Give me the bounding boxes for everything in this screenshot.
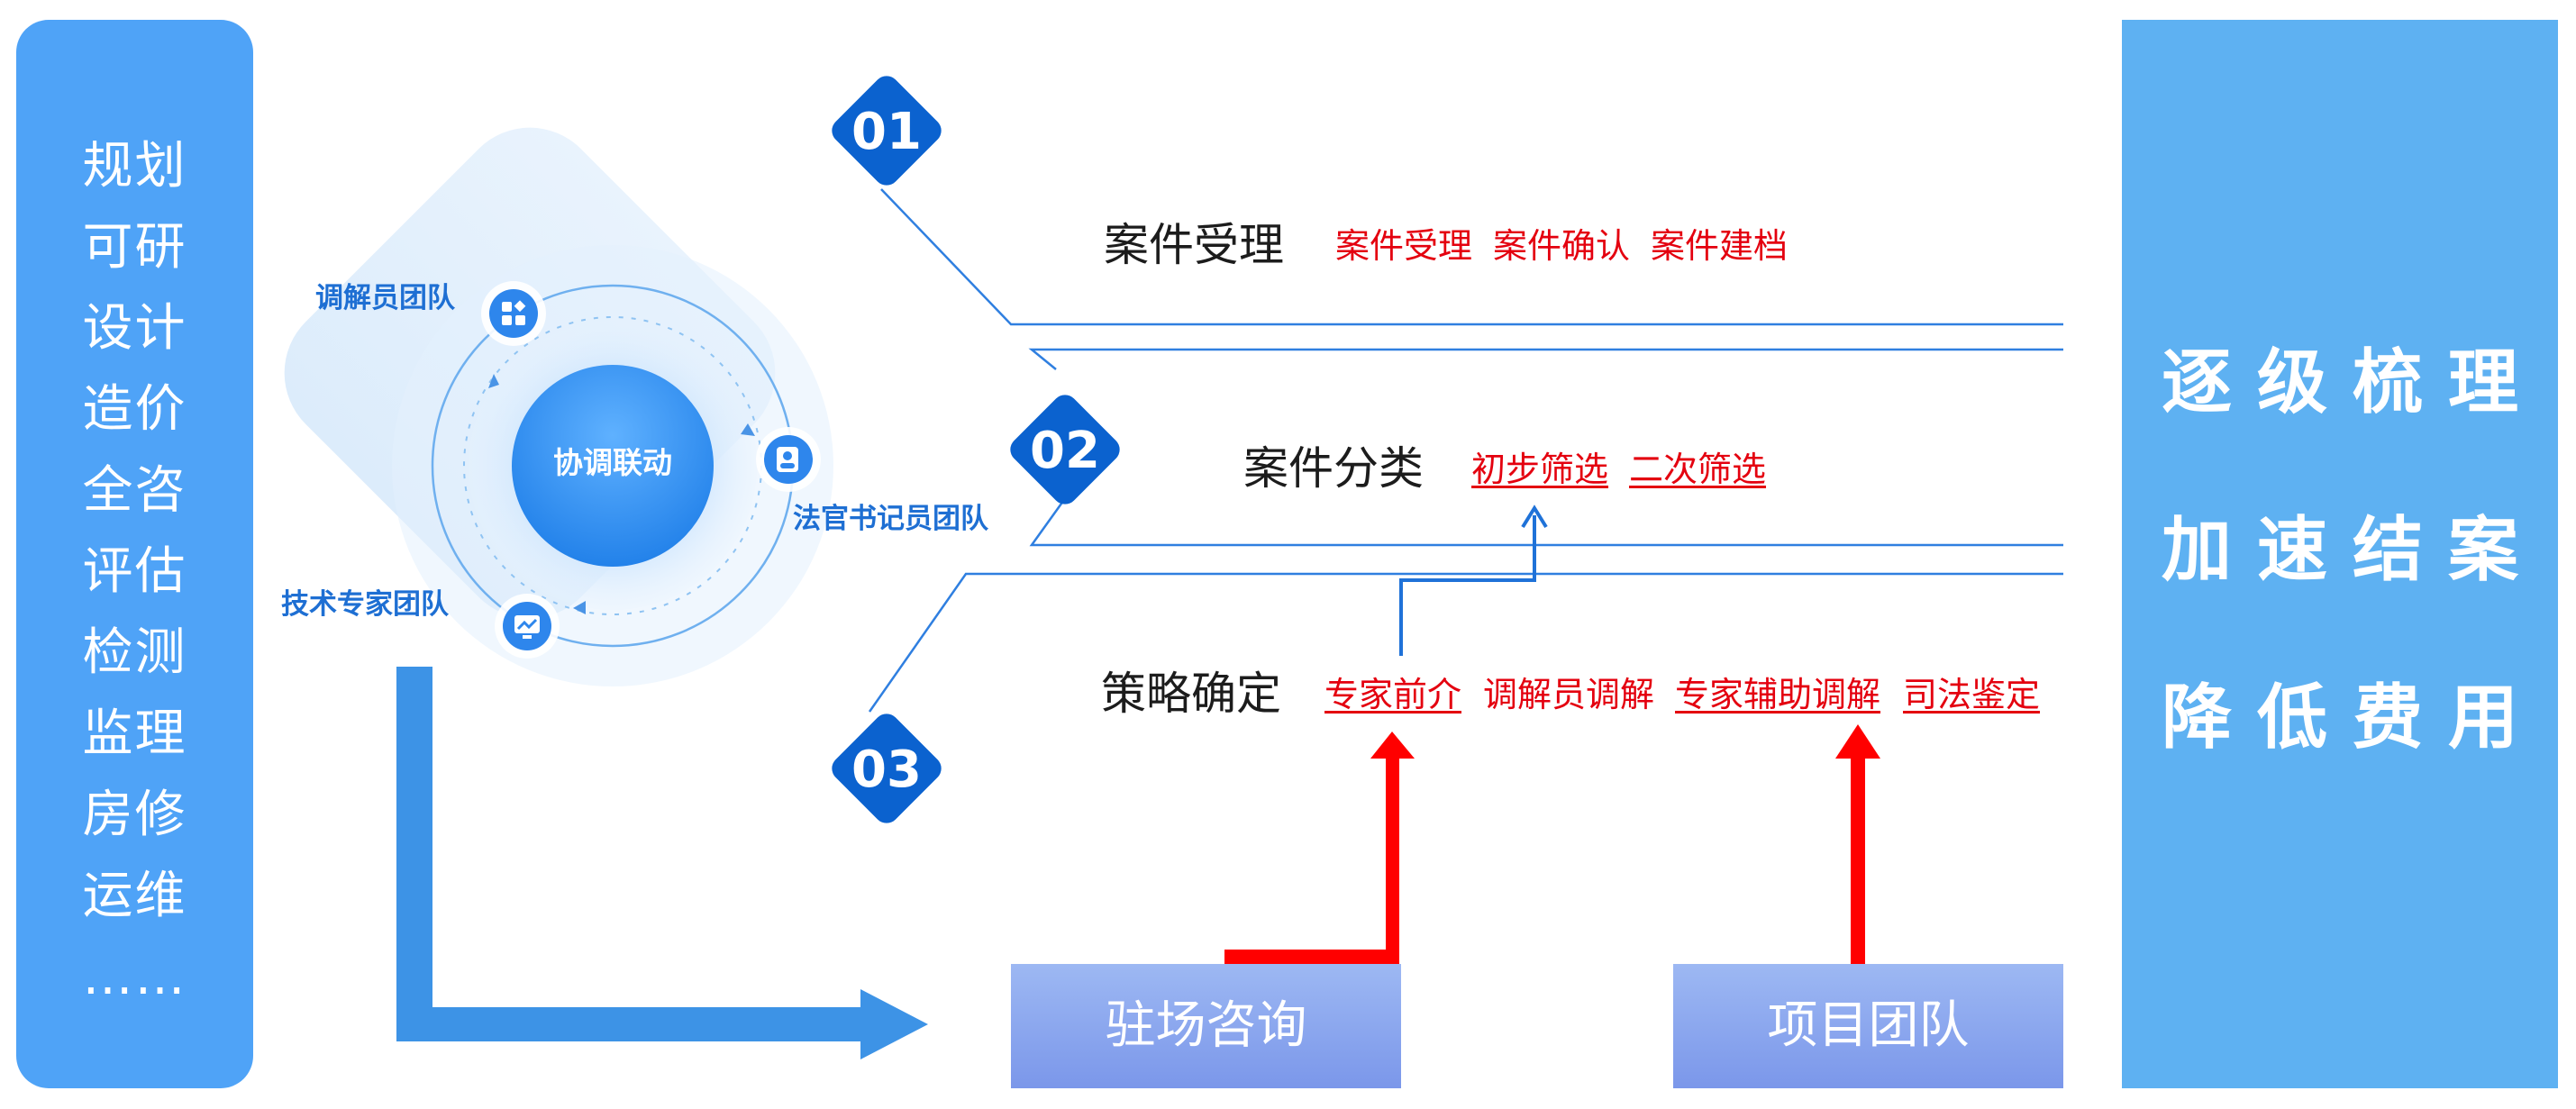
onsite-consulting-box: 驻场咨询 [1011,964,1401,1088]
expert-team-node [495,594,560,659]
hub-center-label: 协调联动 [553,445,672,480]
left-list-item: 监理 [82,704,187,763]
step-02-number: 02 [1030,422,1100,480]
step-03-diamond [832,714,942,823]
step-02-title: 案件分类 [1243,442,1424,495]
step-02-item: 二次筛选 [1629,450,1767,489]
slogan-line: 逐级梳理 [2161,342,2544,423]
left-list-item: …… [82,948,187,1006]
step-03-item: 专家前介 [1324,675,1462,714]
row3-top-line [868,572,2063,713]
step-01-item: 案件建档 [1651,226,1789,266]
step-03-item: 专家辅助调解 [1675,675,1881,714]
red-arrow-onsite [1224,732,1415,964]
step-03-number: 03 [851,741,922,799]
ring-arrow-icon [741,423,755,436]
left-list-item: 房修 [82,786,187,844]
row1-bottom-line [880,188,2063,326]
step-02-diamond [1010,395,1120,505]
expert-team-label: 技术专家团队 [281,588,449,621]
step-01-diamond [832,76,942,186]
thin-blue-arrow [1399,515,1536,656]
step-02-item: 初步筛选 [1471,450,1609,489]
left-list-item: 全咨 [82,461,187,520]
step-03-item: 调解员调解 [1483,675,1655,714]
mediator-team-label: 调解员团队 [315,282,455,314]
left-list-item: 规划 [82,137,187,195]
step-03-title: 策略确定 [1101,668,1281,720]
slogan-line: 降低费用 [2161,677,2544,759]
step-01-title: 案件受理 [1104,219,1284,271]
thin-blue-arrowhead [1521,505,1548,529]
left-list-item: 评估 [82,542,187,601]
ring-arrow-icon [488,374,499,388]
red-arrow-project-team [1835,724,1880,964]
step-01-item: 案件受理 [1335,226,1473,266]
row2-bottom-line [1029,490,2063,547]
right-panel: 逐级梳理 加速结案 降低费用 [2122,20,2558,1088]
project-team-box: 项目团队 [1673,964,2063,1088]
step-01-item: 案件确认 [1493,226,1631,266]
clerk-team-label: 法官书记员团队 [793,503,988,535]
slogan-line: 加速结案 [2161,510,2544,591]
left-list-item: 设计 [82,299,187,358]
step-03-item: 司法鉴定 [1903,675,2041,714]
left-list-item: 运维 [82,867,187,925]
left-list-item: 可研 [82,218,187,277]
step-01-number: 01 [851,103,922,161]
mediator-team-node [481,281,546,346]
clerk-team-node [756,427,821,492]
hub-center-circle [512,365,714,567]
row2-top-line [1028,348,2063,370]
left-list-item: 造价 [82,380,187,439]
left-service-list: 规划 可研 设计 造价 全咨 评估 检测 监理 房修 运维 …… [16,126,253,1018]
left-panel: 规划 可研 设计 造价 全咨 评估 检测 监理 房修 运维 …… [16,20,253,1088]
hub-to-bottom-arrow [396,667,928,1059]
left-list-item: 检测 [82,623,187,682]
ring-arrow-icon [573,601,586,614]
